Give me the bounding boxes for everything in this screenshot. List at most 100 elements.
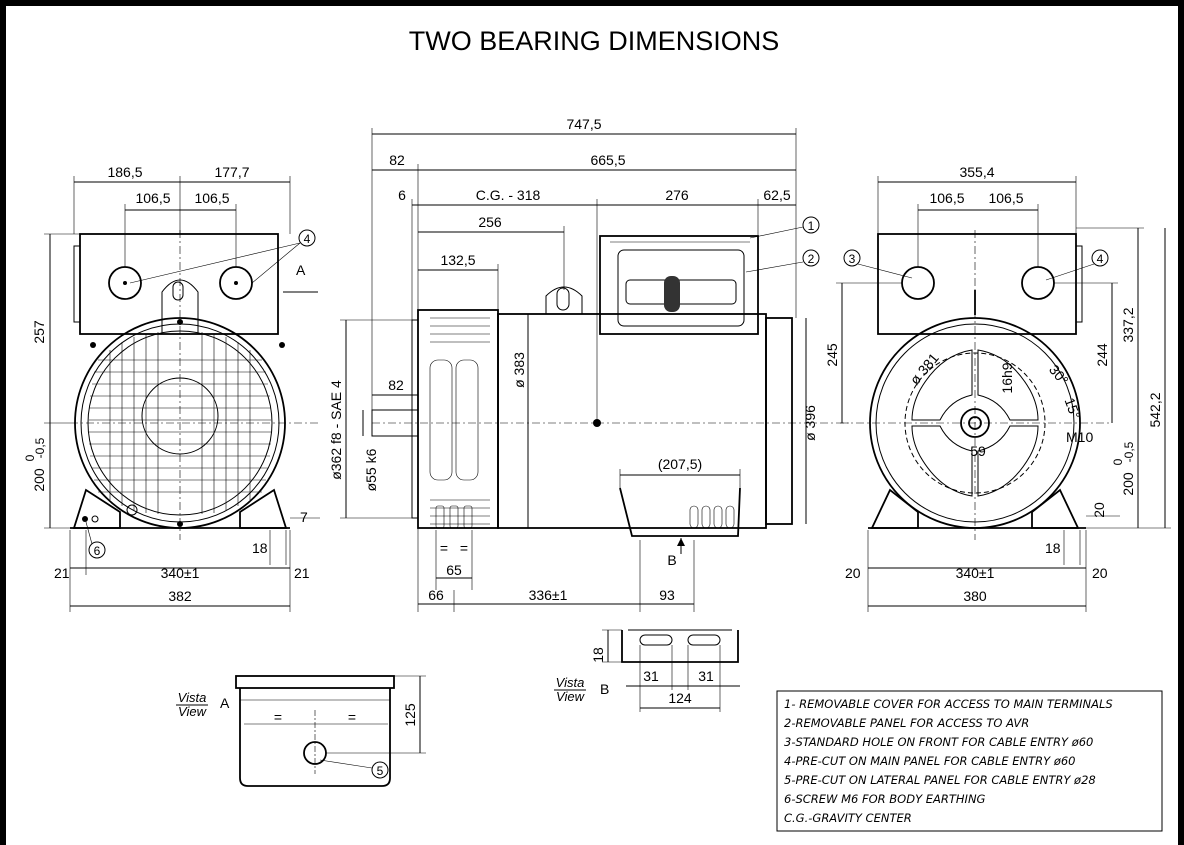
rear-cable-hole-right (1021, 266, 1055, 300)
view-b-slot-left (639, 634, 673, 646)
rear-dim-thread: M10 (1066, 429, 1093, 445)
front-dim-axis-tol-top: 0 (23, 454, 37, 461)
view-b-dim-height: 18 (590, 647, 606, 663)
drawing-title: TWO BEARING DIMENSIONS (409, 26, 780, 56)
view-a-box (239, 688, 391, 787)
side-dim-overall: 747,5 (566, 116, 601, 132)
view-b-label-view: View (556, 689, 586, 704)
front-dim-axis-tol-bottom: -0,5 (33, 437, 47, 458)
legend-item: 5-PRE-CUT ON LATERAL PANEL FOR CABLE ENT… (784, 773, 1096, 787)
front-dim-top-left: 186,5 (107, 164, 142, 180)
side-avr-panel (617, 249, 745, 327)
front-dim-edge-left: 21 (54, 565, 70, 581)
side-dim-foot-offset: 66 (428, 587, 444, 603)
view-b-dim-pitch: 124 (668, 690, 692, 706)
side-body (497, 313, 767, 529)
rear-dim-foot-width: 18 (1045, 540, 1061, 556)
rear-dim-hole-right: 106,5 (988, 190, 1023, 206)
rear-view: 355,4 106,5 106,5 245 244 337,2 542,2 20… (824, 164, 1171, 612)
side-view: 747,5 82 665,5 6 C.G. - 318 276 62,5 256… (328, 116, 850, 612)
front-callout-4: 4 (304, 232, 311, 246)
rear-dim-edge-left: 20 (845, 565, 861, 581)
view-b-label-vista: Vista (556, 675, 585, 690)
legend-item: 1- REMOVABLE COVER FOR ACCESS TO MAIN TE… (784, 697, 1113, 711)
view-a-sym-right: = (348, 709, 356, 725)
rear-dim-30deg: 30° (1046, 362, 1072, 389)
side-feet (619, 487, 741, 537)
rear-dim-base-span: 340±1 (956, 565, 995, 581)
side-dim-lift: 256 (478, 214, 502, 230)
front-callout-6-circle (88, 541, 106, 559)
rear-dim-key: 16h9 (999, 362, 1015, 393)
rear-callout-3: 3 (849, 252, 856, 266)
front-marker-a: A (296, 262, 306, 278)
rear-dim-hole-left: 106,5 (929, 190, 964, 206)
rear-dim-edge-right: 20 (1092, 565, 1108, 581)
side-dim-shaft-dia: ø55 k6 (363, 448, 379, 491)
view-a-label-view: View (178, 704, 208, 719)
side-dim-cg: C.G. - 318 (476, 187, 541, 203)
rear-foot-right (1031, 488, 1080, 529)
side-callout-1: 1 (808, 219, 815, 233)
legend-box (776, 690, 1163, 832)
rear-dim-total-width: 380 (963, 588, 987, 604)
side-dim-fan: 132,5 (440, 252, 475, 268)
side-rear-shield (765, 317, 793, 525)
rear-dim-245: 245 (824, 343, 840, 367)
side-dim-foot-pitch: 65 (446, 562, 462, 578)
side-dim-rear: 93 (659, 587, 675, 603)
front-dim-foot-height: 7 (300, 509, 308, 525)
rear-foot-left (870, 488, 919, 529)
side-foot-sym-2: = (460, 540, 468, 556)
view-a-sym-left: = (274, 709, 282, 725)
rear-dim-foot-height: 20 (1091, 502, 1107, 518)
front-dim-top-right: 177,7 (214, 164, 249, 180)
rear-dim-bore: 59 (970, 443, 986, 459)
rear-dim-244: 244 (1094, 343, 1110, 367)
view-b-detail: 18 31 31 124 Vista View B (554, 629, 740, 712)
side-dim-frame-dia: ø 383 (511, 352, 527, 388)
rear-callout-4: 4 (1097, 252, 1104, 266)
sheet-border-left (0, 0, 6, 845)
rear-dim-top: 355,4 (959, 164, 994, 180)
side-callout-2-circle (802, 249, 820, 267)
rear-ribs (911, 349, 1039, 497)
side-dim-step: 6 (398, 187, 406, 203)
legend-item: C.G.-GRAVITY CENTER (784, 811, 912, 825)
sheet-border-top (0, 0, 1184, 6)
view-b-dim-slot-right: 31 (698, 668, 714, 684)
side-marker-b: B (667, 552, 676, 568)
side-dim-flange-dia: ø362 f8 - SAE 4 (328, 380, 344, 480)
side-dim-body: 665,5 (590, 152, 625, 168)
side-dim-base: 336±1 (529, 587, 568, 603)
view-b-letter: B (600, 681, 609, 697)
front-dim-foot-width: 18 (252, 540, 268, 556)
side-dim-box-len: 276 (665, 187, 689, 203)
rear-cable-hole-left (901, 266, 935, 300)
view-a-dim-height: 125 (402, 703, 418, 727)
front-dim-hole-left: 106,5 (135, 190, 170, 206)
legend: 1- REMOVABLE COVER FOR ACCESS TO MAIN TE… (776, 690, 1163, 832)
side-gravity-center (593, 419, 601, 427)
side-foot-sym-1: = (440, 540, 448, 556)
rear-dim-337: 337,2 (1120, 307, 1136, 342)
front-callout-6: 6 (94, 544, 101, 558)
rear-dim-542: 542,2 (1147, 392, 1163, 427)
front-callout-4-circle (298, 229, 316, 247)
legend-item: 2-REMOVABLE PANEL FOR ACCESS TO AVR (784, 716, 1029, 730)
side-callout-2: 2 (808, 252, 815, 266)
view-a-detail: = = 125 5 Vista View A (176, 675, 426, 787)
rear-dim-axis-tol-top: 0 (1111, 458, 1125, 465)
view-b-dim-slot-left: 31 (643, 668, 659, 684)
legend-item: 3-STANDARD HOLE ON FRONT FOR CABLE ENTRY… (784, 735, 1093, 749)
rear-callout-3-circle (843, 249, 861, 267)
view-b-slot-right (687, 634, 721, 646)
side-dim-offset: 82 (389, 152, 405, 168)
rear-dim-15deg: 15° (1062, 396, 1084, 421)
front-dim-edge-right: 21 (294, 565, 310, 581)
front-dim-base-span: 340±1 (161, 565, 200, 581)
rear-dim-axis-height: 200 (1120, 472, 1136, 496)
front-dim-box-height: 257 (31, 320, 47, 344)
side-terminal-box (599, 235, 759, 335)
